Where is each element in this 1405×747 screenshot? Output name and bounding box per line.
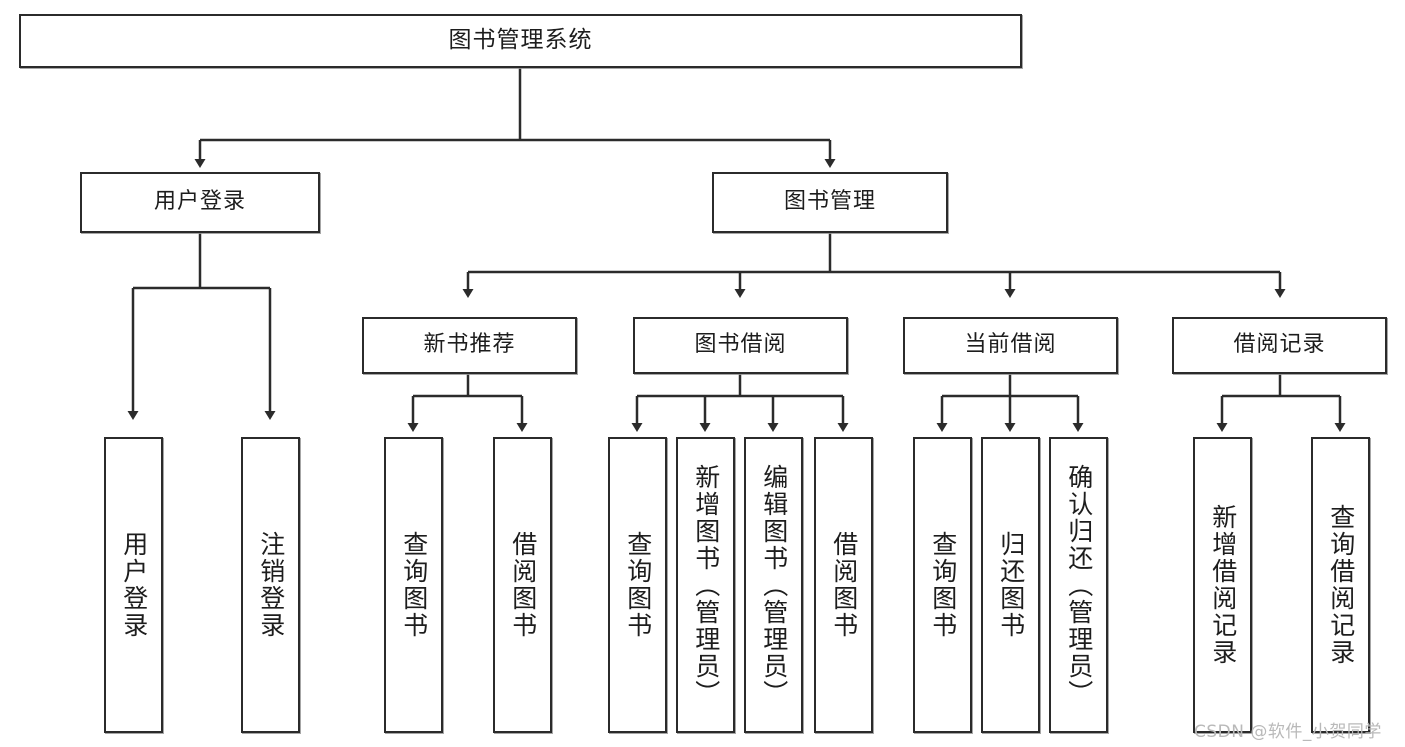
node-book-borrow-label: 图书借阅 — [694, 332, 787, 358]
leaf-return-book[interactable]: 归还图书 — [981, 437, 1040, 733]
leaf-query-book-1[interactable]: 查询图书 — [384, 437, 443, 733]
node-borrow-record-label: 借阅记录 — [1233, 332, 1326, 358]
leaf-confirm-return[interactable]: 确认归还（管理员） — [1049, 437, 1108, 733]
node-root[interactable]: 图书管理系统 — [19, 14, 1022, 68]
node-book-manage-label: 图书管理 — [783, 189, 876, 215]
node-current-borrow-label: 当前借阅 — [964, 332, 1057, 358]
csdn-watermark: CSDN @软件_小贺同学 — [1194, 722, 1382, 742]
leaf-query-book-1-label: 查询图书 — [399, 531, 429, 639]
node-new-book-recommend-label: 新书推荐 — [423, 332, 516, 358]
leaf-return-book-label: 归还图书 — [996, 531, 1026, 639]
node-new-book-recommend[interactable]: 新书推荐 — [362, 317, 577, 374]
node-book-borrow[interactable]: 图书借阅 — [633, 317, 848, 374]
node-root-label: 图书管理系统 — [448, 27, 593, 54]
node-book-manage[interactable]: 图书管理 — [712, 172, 948, 233]
leaf-borrow-book-2-label: 借阅图书 — [829, 531, 859, 639]
leaf-query-record[interactable]: 查询借阅记录 — [1311, 437, 1370, 733]
leaf-borrow-book-1[interactable]: 借阅图书 — [493, 437, 552, 733]
leaf-borrow-book-1-label: 借阅图书 — [508, 531, 538, 639]
leaf-query-book-2-label: 查询图书 — [623, 531, 653, 639]
leaf-query-record-label: 查询借阅记录 — [1326, 504, 1356, 666]
node-user-login-label: 用户登录 — [153, 189, 246, 215]
leaf-confirm-return-label: 确认归还（管理员） — [1064, 463, 1094, 707]
leaf-query-book-2[interactable]: 查询图书 — [608, 437, 667, 733]
leaf-add-book[interactable]: 新增图书（管理员） — [676, 437, 735, 733]
leaf-logout-login-label: 注销登录 — [256, 531, 286, 639]
leaf-edit-book-label: 编辑图书（管理员） — [759, 463, 789, 707]
leaf-query-book-3[interactable]: 查询图书 — [913, 437, 972, 733]
leaf-borrow-book-2[interactable]: 借阅图书 — [814, 437, 873, 733]
leaf-user-login-label: 用户登录 — [119, 531, 149, 639]
leaf-user-login[interactable]: 用户登录 — [104, 437, 163, 733]
leaf-query-book-3-label: 查询图书 — [928, 531, 958, 639]
leaf-add-record-label: 新增借阅记录 — [1208, 504, 1238, 666]
leaf-add-book-label: 新增图书（管理员） — [691, 463, 721, 707]
leaf-edit-book[interactable]: 编辑图书（管理员） — [744, 437, 803, 733]
leaf-logout-login[interactable]: 注销登录 — [241, 437, 300, 733]
node-current-borrow[interactable]: 当前借阅 — [903, 317, 1118, 374]
leaf-add-record[interactable]: 新增借阅记录 — [1193, 437, 1252, 733]
node-borrow-record[interactable]: 借阅记录 — [1172, 317, 1387, 374]
node-user-login[interactable]: 用户登录 — [80, 172, 320, 233]
